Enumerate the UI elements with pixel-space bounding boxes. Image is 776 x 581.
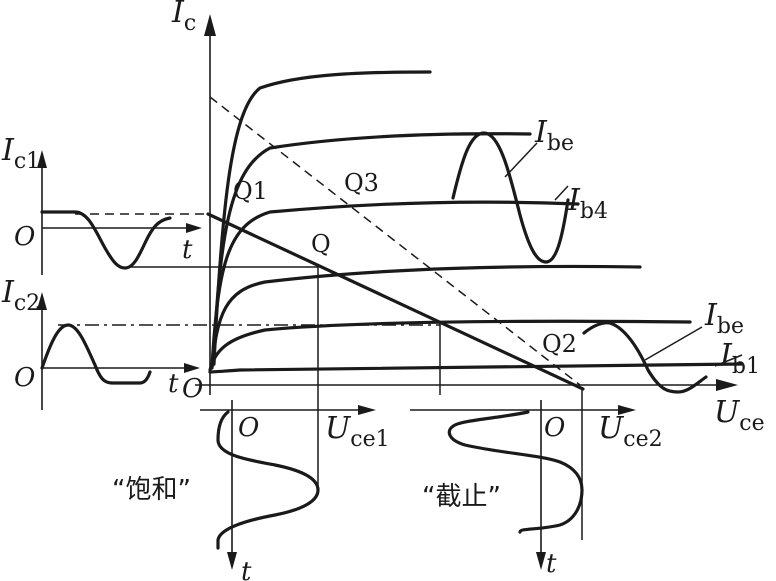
ib-curve-6 [212,70,432,366]
ic1-label: Ic1 [1,133,40,174]
ib1-leader [714,354,743,367]
ib4-label: Ib4 [567,183,608,224]
saturation-label: “饱和” [112,475,191,505]
ic2-label: Ic2 [1,275,40,316]
uce-axis-arrowhead [716,379,738,391]
uce2-waveform-plot [410,400,636,570]
ic2-time-axis-arrowhead [184,363,200,373]
origin-label: O [182,374,203,404]
q2-label: Q2 [542,330,577,358]
label-leader-lines [504,142,743,367]
output-characteristic-curves [208,70,744,374]
load-lines [206,96,585,391]
ibe-upper-leader [504,142,538,178]
q1-label: Q1 [233,177,268,205]
ic-axis-label: Ic [171,0,196,36]
cutoff-label: “截止” [422,482,501,512]
ib-curve-1 [208,362,744,374]
ic2-axis-arrowhead [37,292,47,310]
ib-curve-4 [210,200,580,368]
ib4-leader [554,185,569,201]
ic1-origin-label: O [14,222,35,252]
q-label: Q [311,230,331,258]
ic2-origin-label: O [14,363,35,393]
ic1-axis-arrowhead [37,150,47,168]
uce2-time-axis-arrowhead [536,552,546,570]
uce2-label: Uce2 [598,411,663,452]
uce1-label: Uce1 [325,411,390,452]
ic1-t-label: t [182,235,193,265]
ic2-clipped-waveform [40,323,152,385]
ic1-waveform-plot [37,150,202,275]
uce2-clipped-waveform [447,410,584,534]
ibe-input-waves [451,131,708,394]
ibe-upper-sine [451,131,570,264]
uce2-origin-label: O [544,413,565,443]
ibe-lower-sine [582,321,708,394]
uce1-axis-arrowhead [358,405,376,415]
uce2-t-label: t [546,549,557,579]
projection-lines [58,213,583,540]
uce1-t-label: t [241,557,252,581]
ic2-t-label: t [168,369,179,399]
uce-axis-label: Uce [714,395,765,436]
q3-label: Q3 [344,169,379,197]
ic1-time-axis-arrowhead [186,223,202,233]
ibe-lower-label: Ibe [704,298,744,339]
uce1-origin-label: O [238,413,259,443]
ic2-waveform-plot [37,292,200,410]
uce1-waveform-plot [200,400,376,570]
main-axes [195,14,738,395]
ibe-lower-leader [644,326,703,361]
ib1-label: Ib1 [719,338,760,379]
ib-curve-3 [210,264,642,370]
uce2-axis-arrowhead [618,405,636,415]
ic-axis-arrowhead [204,14,216,36]
uce1-time-axis-arrowhead [227,552,237,570]
ibe-upper-label: Ibe [534,115,574,156]
load-line [206,212,585,391]
ic1-clipped-waveform [40,210,172,270]
dashed-load-line [209,96,581,386]
uce1-clipped-waveform [216,410,320,550]
